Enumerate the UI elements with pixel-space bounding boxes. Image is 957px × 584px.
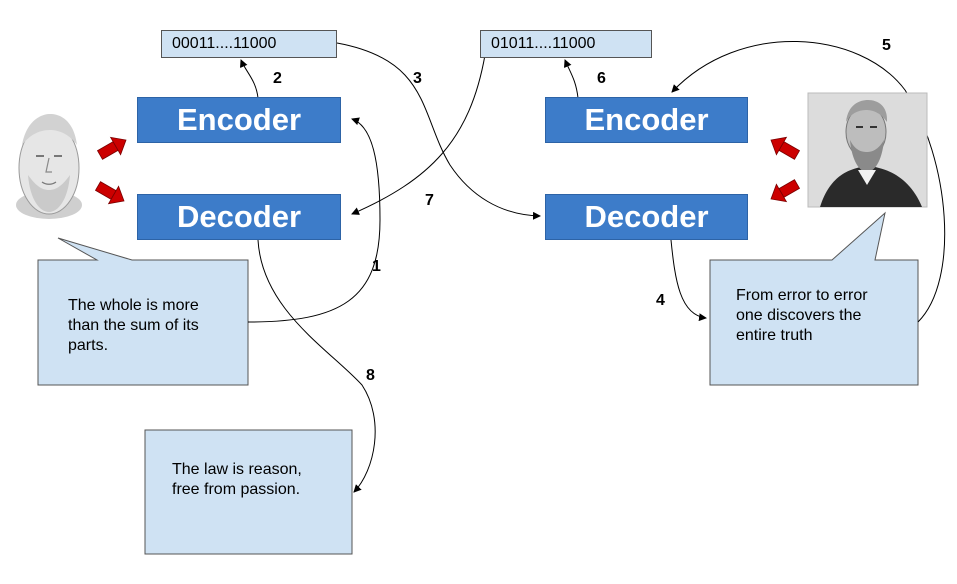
aristotle-bust-icon — [16, 114, 82, 219]
step-label-7: 7 — [425, 192, 434, 209]
left-decoder-block: Decoder — [137, 194, 341, 240]
red-arrow-right-encoder — [770, 136, 801, 160]
arrow-step-4 — [670, 239, 707, 322]
speech-bubble-whole — [37, 237, 249, 386]
arrow-step-6 — [564, 59, 579, 99]
right-encoder-block: Encoder — [545, 97, 748, 143]
step-label-6: 6 — [597, 70, 606, 87]
quote-whole: The whole is more than the sum of its pa… — [68, 297, 199, 354]
left-encoder-block: Encoder — [137, 97, 341, 143]
code-box-left: 00011....11000 — [161, 30, 337, 58]
quote-law: The law is reason, free from passion. — [172, 461, 302, 498]
arrow-step-8 — [257, 239, 376, 493]
freud-photo-icon — [807, 92, 928, 208]
red-arrow-left-decoder — [94, 181, 125, 205]
step-label-1: 1 — [372, 258, 381, 275]
code-box-right: 01011....11000 — [480, 30, 652, 58]
step-label-2: 2 — [273, 70, 282, 87]
red-arrow-right-decoder — [770, 179, 801, 203]
arrow-step-3 — [336, 42, 541, 220]
code-value-left: 00011....11000 — [172, 35, 277, 52]
step-label-4: 4 — [656, 292, 665, 309]
quote-error: From error to error one discovers the en… — [736, 287, 868, 344]
left-decoder-label: Decoder — [176, 199, 302, 234]
red-arrow-left-encoder — [96, 136, 127, 160]
arrow-step-5 — [671, 41, 946, 323]
step-label-8: 8 — [366, 367, 375, 384]
code-value-right: 01011....11000 — [491, 35, 596, 52]
step-label-3: 3 — [413, 70, 422, 87]
right-decoder-label: Decoder — [584, 199, 709, 234]
right-encoder-label: Encoder — [584, 102, 709, 137]
law-note-box — [144, 429, 353, 555]
speech-bubble-error — [709, 211, 919, 386]
left-encoder-label: Encoder — [176, 102, 302, 137]
step-label-5: 5 — [882, 37, 891, 54]
arrow-step-2 — [240, 59, 259, 99]
right-decoder-block: Decoder — [545, 194, 748, 240]
arrow-step-1 — [247, 117, 381, 323]
